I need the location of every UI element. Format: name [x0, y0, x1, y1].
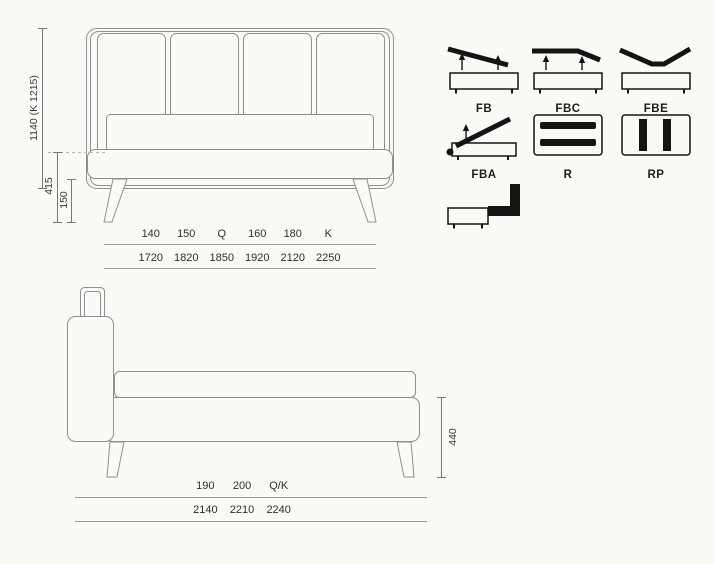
size-value: Q — [217, 228, 227, 240]
size-value: 200 — [232, 480, 252, 492]
size-value: K — [324, 228, 332, 240]
size-value: 150 — [177, 228, 196, 240]
option-fbe: FBE — [618, 44, 694, 115]
front-base-dimension: 415 — [43, 177, 55, 195]
option-label-fbe: FBE — [643, 103, 669, 115]
size-value: Q/K — [269, 480, 289, 492]
front-height-dimension: 1140 (K 1215) — [28, 75, 40, 141]
r-storage-icon — [533, 114, 603, 156]
size-value: 2240 — [266, 504, 291, 516]
fbe-dual-lift-icon — [618, 46, 692, 94]
front-leg-dimension: 150 — [58, 191, 70, 209]
size-value: 140 — [141, 228, 160, 240]
option-corner — [446, 182, 522, 239]
option-fba: FBA — [446, 110, 522, 181]
size-value: 1920 — [245, 252, 270, 264]
option-label-rp: RP — [647, 169, 665, 181]
size-value: 1720 — [138, 252, 163, 264]
size-value: 2140 — [193, 504, 218, 516]
fba-pivot-lift-icon — [446, 116, 517, 160]
option-label-fbc: FBC — [555, 103, 581, 115]
size-value: 180 — [283, 228, 302, 240]
option-r: R — [530, 110, 606, 181]
size-value: 190 — [196, 480, 215, 492]
option-label-fb: FB — [475, 103, 493, 115]
front-size-names-row: 140 150 Q 160 180 K — [133, 227, 346, 241]
rp-storage-icon — [621, 114, 691, 156]
side-height-dimension: 440 — [447, 428, 459, 446]
size-value: 2250 — [316, 252, 341, 264]
size-value: 2120 — [280, 252, 305, 264]
option-fbc: FBC — [530, 44, 606, 115]
side-size-names-row: 190 200 Q/K — [187, 479, 297, 493]
option-fb: FB — [446, 44, 522, 115]
size-value: 160 — [248, 228, 267, 240]
option-label-r: R — [563, 169, 573, 181]
size-value: 1850 — [209, 252, 234, 264]
size-value: 1820 — [174, 252, 199, 264]
fb-head-lift-icon — [447, 46, 519, 94]
option-label-fba: FBA — [471, 169, 497, 181]
option-rp: RP — [618, 110, 694, 181]
side-size-mm-row: 2140 2210 2240 — [187, 503, 297, 517]
size-value: 2210 — [229, 504, 255, 516]
fbc-flat-lift-icon — [532, 48, 603, 94]
front-size-mm-row: 1720 1820 1850 1920 2120 2250 — [133, 251, 346, 265]
corner-connector-icon — [447, 184, 520, 229]
